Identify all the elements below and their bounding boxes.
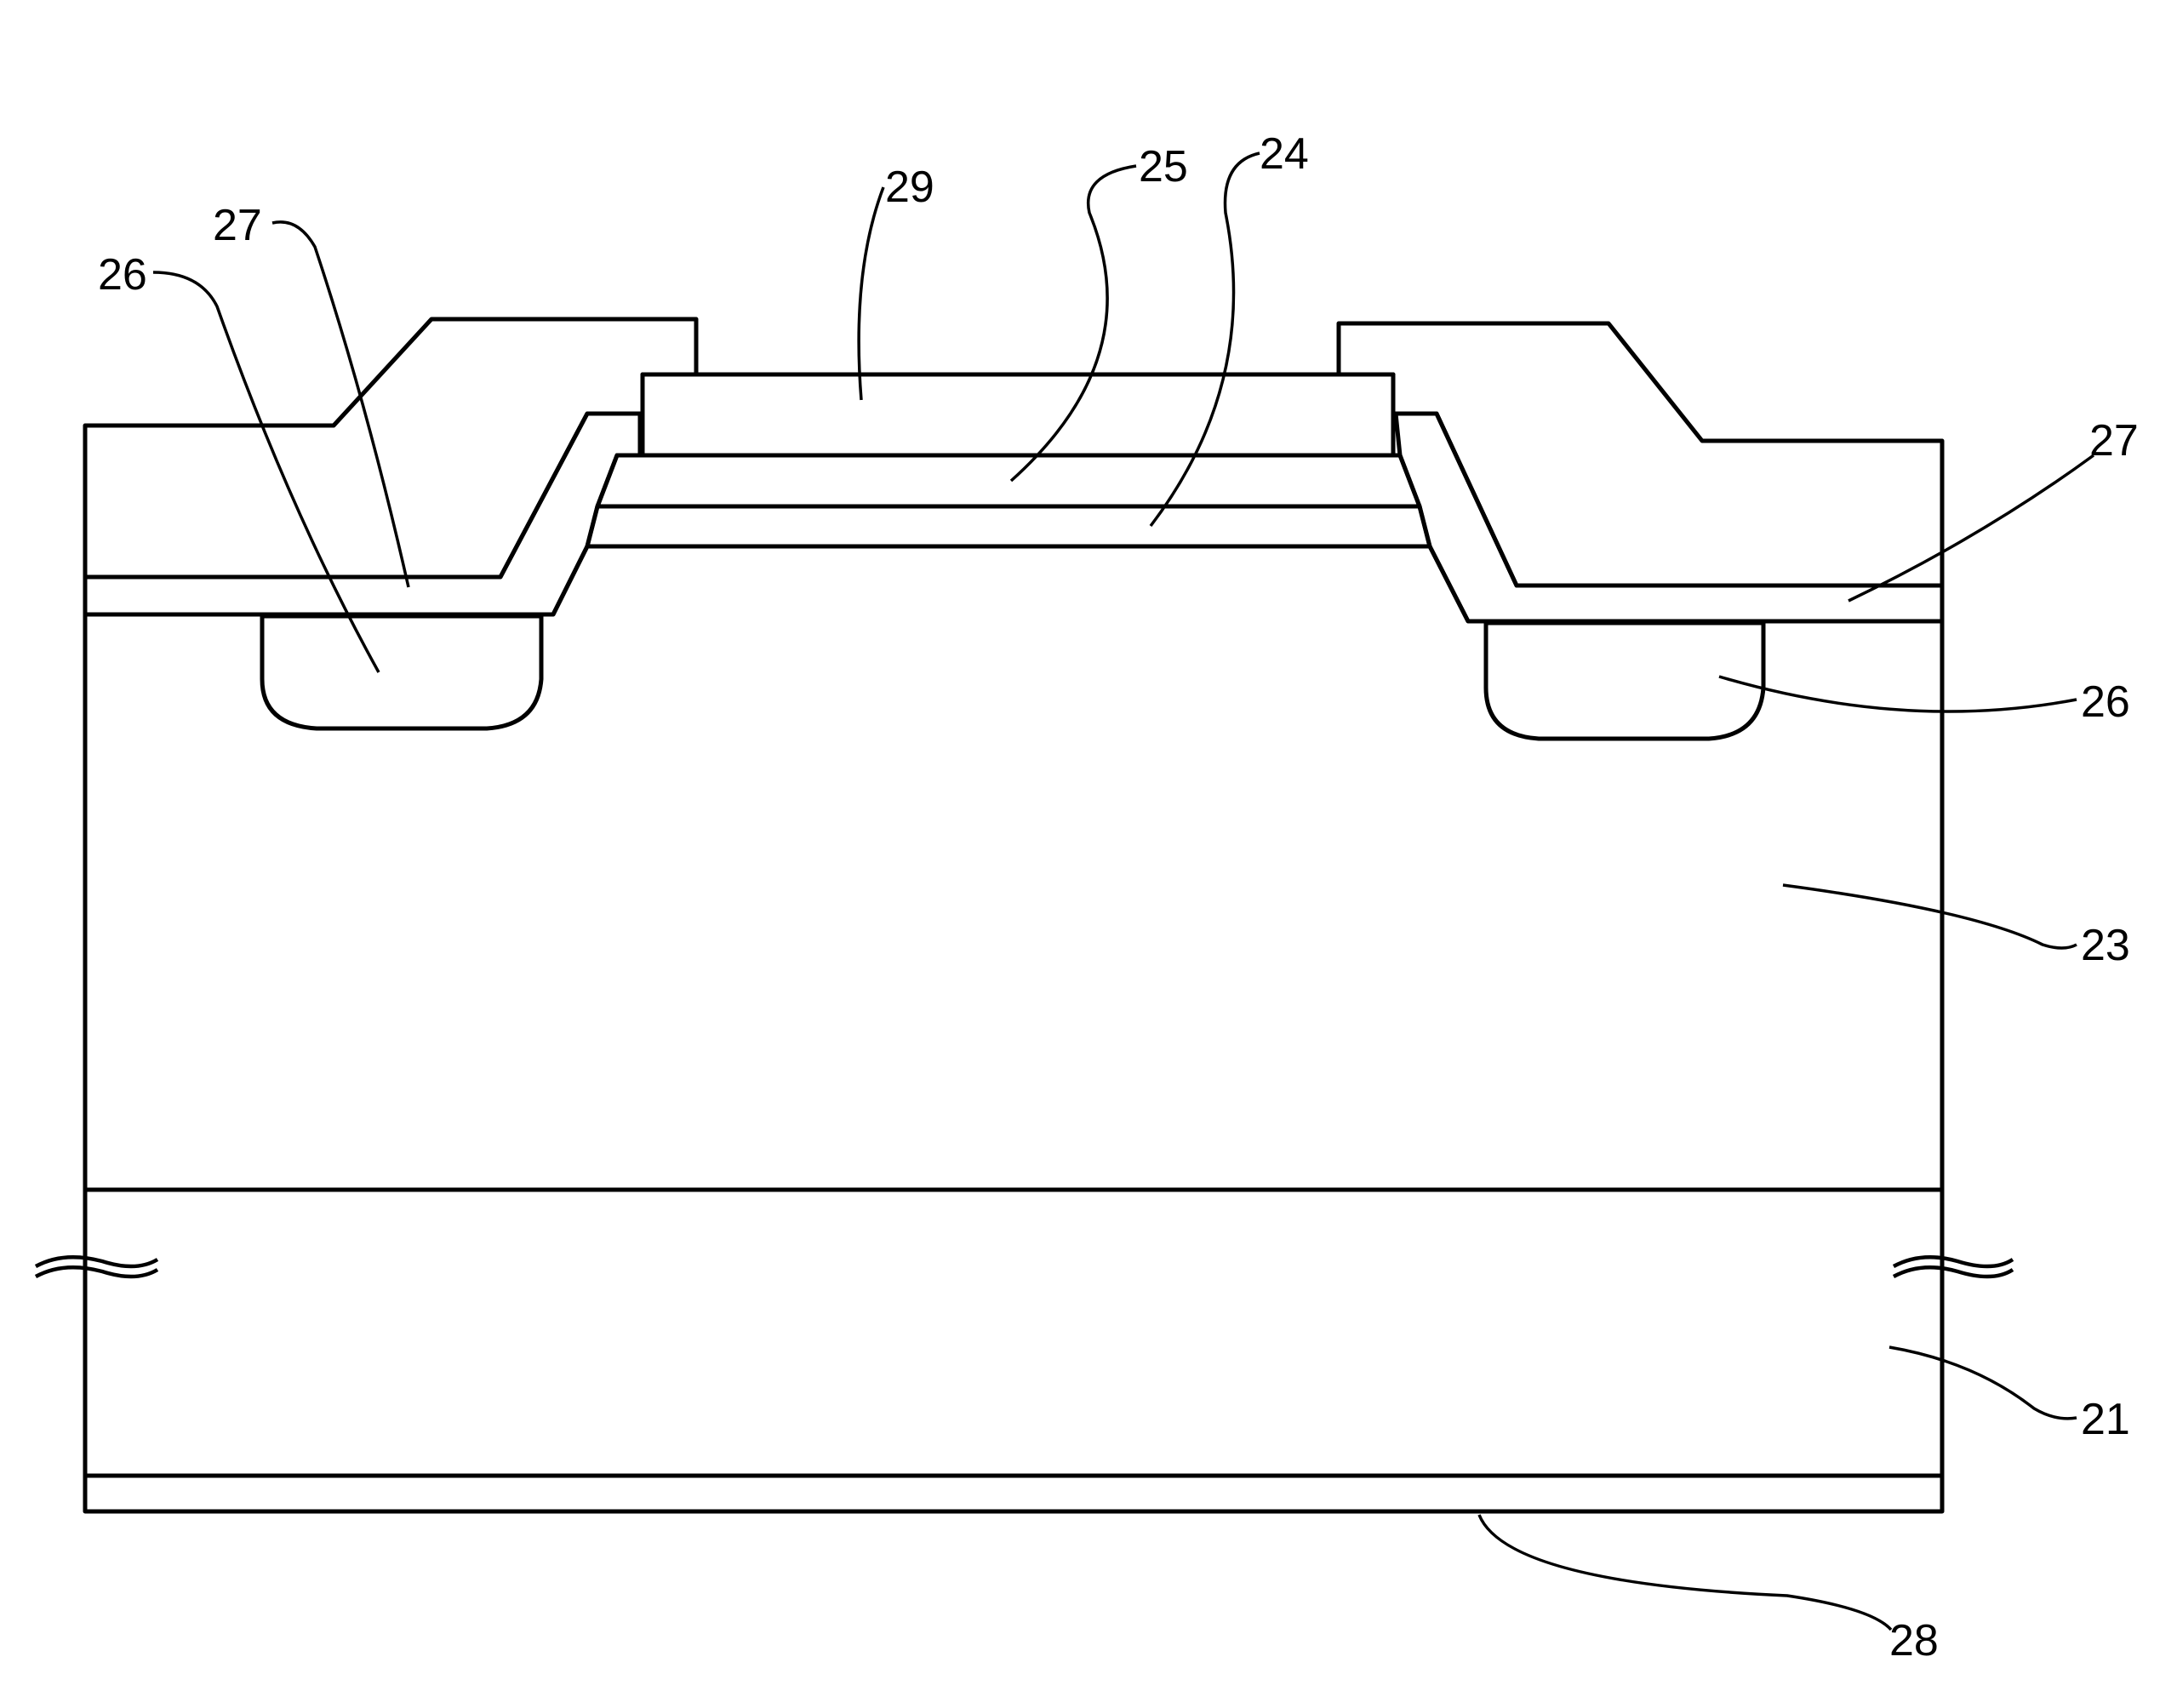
label-28: 28 xyxy=(1889,1616,1939,1665)
label-29: 29 xyxy=(885,163,934,212)
leader-line-21 xyxy=(1889,1347,2077,1419)
leader-line-29 xyxy=(859,187,883,400)
substrate-layer xyxy=(85,1190,1942,1476)
leader-line-25 xyxy=(1011,166,1136,481)
break-mark-right-2 xyxy=(1894,1267,2013,1277)
barrier-layer xyxy=(597,455,1420,506)
label-27-right: 27 xyxy=(2089,416,2139,466)
back-electrode-layer xyxy=(85,1476,1942,1511)
break-mark-left xyxy=(36,1257,157,1266)
leader-line-27-left xyxy=(272,222,409,587)
gate-electrode xyxy=(643,374,1393,455)
label-23: 23 xyxy=(2081,921,2130,970)
leader-line-24 xyxy=(1151,153,1260,526)
leader-line-26-right xyxy=(1719,677,2077,711)
label-26-right: 26 xyxy=(2081,677,2130,727)
label-25: 25 xyxy=(1139,142,1188,191)
label-26-left: 26 xyxy=(98,250,147,300)
leader-line-27-right xyxy=(1848,455,2094,601)
implant-region-left xyxy=(262,616,541,728)
leader-line-28 xyxy=(1479,1515,1891,1630)
channel-layer xyxy=(587,506,1430,546)
insulating-film-left xyxy=(85,414,640,614)
insulating-film-right xyxy=(1396,414,1942,621)
source-electrode-left xyxy=(85,319,696,577)
break-mark-left-2 xyxy=(36,1267,157,1277)
break-mark-right xyxy=(1894,1257,2013,1266)
label-21: 21 xyxy=(2081,1395,2130,1444)
implant-region-right xyxy=(1486,623,1763,739)
label-24: 24 xyxy=(1260,129,1309,179)
leader-line-23 xyxy=(1783,885,2077,948)
label-27-left: 27 xyxy=(213,201,262,250)
